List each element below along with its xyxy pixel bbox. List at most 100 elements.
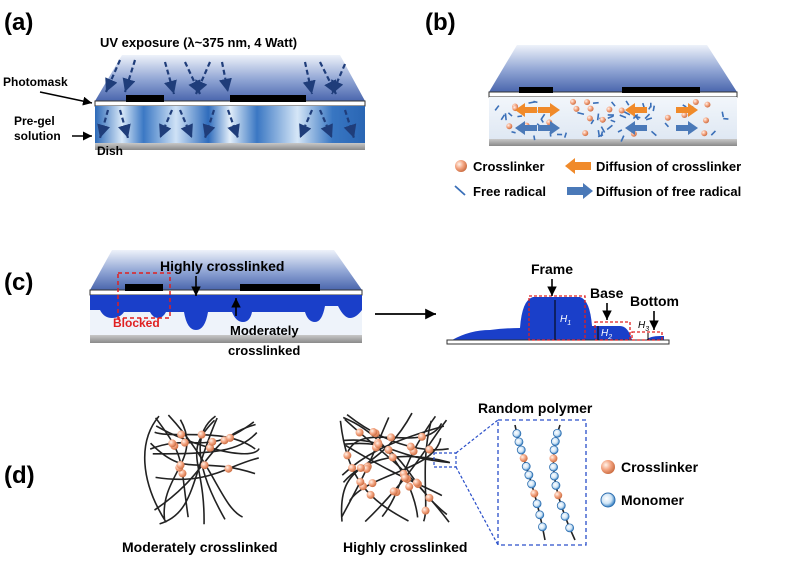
free-radical bbox=[645, 117, 653, 121]
legend-d-crosslinker-label: Crosslinker bbox=[621, 459, 699, 475]
h1-label: H1 bbox=[560, 314, 571, 327]
crosslinker-bead bbox=[584, 99, 591, 106]
dish-label: Dish bbox=[97, 144, 123, 158]
mask-block-b-left bbox=[519, 87, 553, 93]
legend-d-monomer-ball bbox=[600, 492, 616, 508]
crosslinker-bead bbox=[417, 432, 426, 441]
legend-crosslinker-ball bbox=[455, 160, 467, 172]
crosslinker-bead bbox=[389, 487, 398, 496]
free-radical bbox=[648, 105, 652, 110]
blue-arrow-b1 bbox=[515, 121, 537, 135]
pregel-label-1: Pre-gel bbox=[14, 114, 55, 128]
free-radical bbox=[607, 115, 614, 119]
free-radical bbox=[511, 130, 516, 134]
crosslinker-bead bbox=[374, 440, 383, 449]
panel-c: (c) Blocked Highly crosslinked Moderatel… bbox=[4, 250, 679, 358]
crosslinker-bead bbox=[176, 461, 185, 470]
crosslinker-bead bbox=[400, 473, 409, 482]
crosslinker-bead bbox=[681, 112, 688, 119]
crosslinker-bead bbox=[387, 433, 396, 442]
polymer-chain bbox=[195, 419, 216, 525]
free-radical bbox=[623, 111, 631, 116]
panel-a-label: (a) bbox=[4, 9, 33, 36]
diffusion-arrows-b bbox=[515, 103, 698, 135]
crosslinker-bead bbox=[369, 428, 378, 437]
bottom-label: Bottom bbox=[630, 293, 679, 309]
free-radical bbox=[600, 126, 606, 133]
crosslinker-bead bbox=[224, 464, 233, 473]
legend-free-radical-mark bbox=[454, 185, 466, 196]
zoom-source-box bbox=[433, 452, 457, 468]
uv-rays bbox=[97, 59, 357, 139]
crosslinker-bead bbox=[405, 482, 414, 491]
free-radical bbox=[540, 113, 546, 120]
free-radicals-b bbox=[494, 100, 729, 142]
pregel-label-2: solution bbox=[14, 129, 61, 143]
orange-arrow-b2 bbox=[538, 103, 560, 117]
crosslinker-bead bbox=[366, 490, 375, 499]
crosslinker-bead bbox=[356, 463, 365, 472]
polymer-chain bbox=[348, 437, 442, 502]
crosslinker-bead bbox=[586, 115, 593, 122]
monomer-bead bbox=[552, 428, 562, 438]
monomer-bead bbox=[521, 462, 531, 471]
crosslinker-bead bbox=[664, 114, 671, 121]
polymer-chain bbox=[144, 415, 167, 523]
free-radical bbox=[710, 130, 717, 136]
dish-c bbox=[90, 335, 362, 343]
crosslinker-bead bbox=[168, 439, 177, 448]
crosslinker-bead bbox=[587, 105, 594, 112]
free-radical bbox=[610, 101, 616, 107]
crosslinker-bead bbox=[225, 433, 234, 442]
crosslinker-bead bbox=[208, 437, 217, 446]
polymer-chain bbox=[199, 415, 226, 520]
monomer-bead bbox=[551, 481, 561, 490]
monomer-bead bbox=[556, 501, 566, 510]
moderately-crosslinked-label-d: Moderately crosslinked bbox=[122, 539, 278, 555]
crosslinker-bead bbox=[388, 453, 397, 462]
moderately-label-2: crosslinked bbox=[228, 343, 300, 358]
panel-d-label: (d) bbox=[4, 462, 35, 489]
free-radical bbox=[617, 129, 623, 133]
free-radical bbox=[625, 100, 630, 106]
crosslinker-bead bbox=[701, 130, 708, 137]
pregel-solution bbox=[95, 106, 365, 143]
free-radical bbox=[644, 113, 651, 120]
hydrogel-result bbox=[452, 297, 664, 340]
monomer-bead bbox=[549, 471, 559, 481]
monomer-bead bbox=[560, 512, 570, 521]
hydrogel-profile-c bbox=[90, 295, 362, 330]
zoom-line-top bbox=[455, 419, 499, 454]
crosslinker-bead bbox=[618, 107, 625, 114]
free-radical bbox=[590, 119, 595, 125]
monomer-bead bbox=[538, 522, 547, 532]
free-radical bbox=[540, 118, 544, 123]
free-radical bbox=[619, 114, 627, 119]
monomer-bead bbox=[524, 470, 534, 480]
free-radical bbox=[721, 111, 725, 118]
crosslinker-bead bbox=[384, 445, 393, 454]
free-radical bbox=[597, 134, 604, 138]
legend-diffusion-crosslinker: Diffusion of crosslinker bbox=[596, 159, 741, 174]
free-radical bbox=[610, 119, 616, 123]
blocked-label: Blocked bbox=[113, 316, 160, 330]
legend-blue-arrow bbox=[567, 183, 593, 199]
panel-c-label: (c) bbox=[4, 269, 33, 296]
crosslinker-bead bbox=[197, 430, 206, 439]
crosslinker-bead bbox=[180, 438, 189, 447]
free-radical bbox=[682, 104, 687, 108]
crosslinker-bead bbox=[200, 461, 209, 470]
monomer-bead bbox=[565, 523, 575, 533]
free-radical bbox=[620, 135, 625, 142]
free-radical bbox=[563, 132, 568, 138]
monomer-bead bbox=[550, 437, 560, 446]
photomask-label: Photomask bbox=[3, 75, 68, 89]
random-polymer-label: Random polymer bbox=[478, 400, 593, 416]
free-radical bbox=[577, 111, 585, 116]
free-radical bbox=[652, 105, 656, 112]
panel-a: (a) UV exposure (λ~375 nm, 4 Watt) bbox=[3, 9, 366, 158]
zoom-box bbox=[497, 419, 587, 546]
crosslinker-bead bbox=[570, 98, 577, 105]
h2-label: H2 bbox=[601, 328, 612, 341]
base-label: Base bbox=[590, 285, 624, 301]
